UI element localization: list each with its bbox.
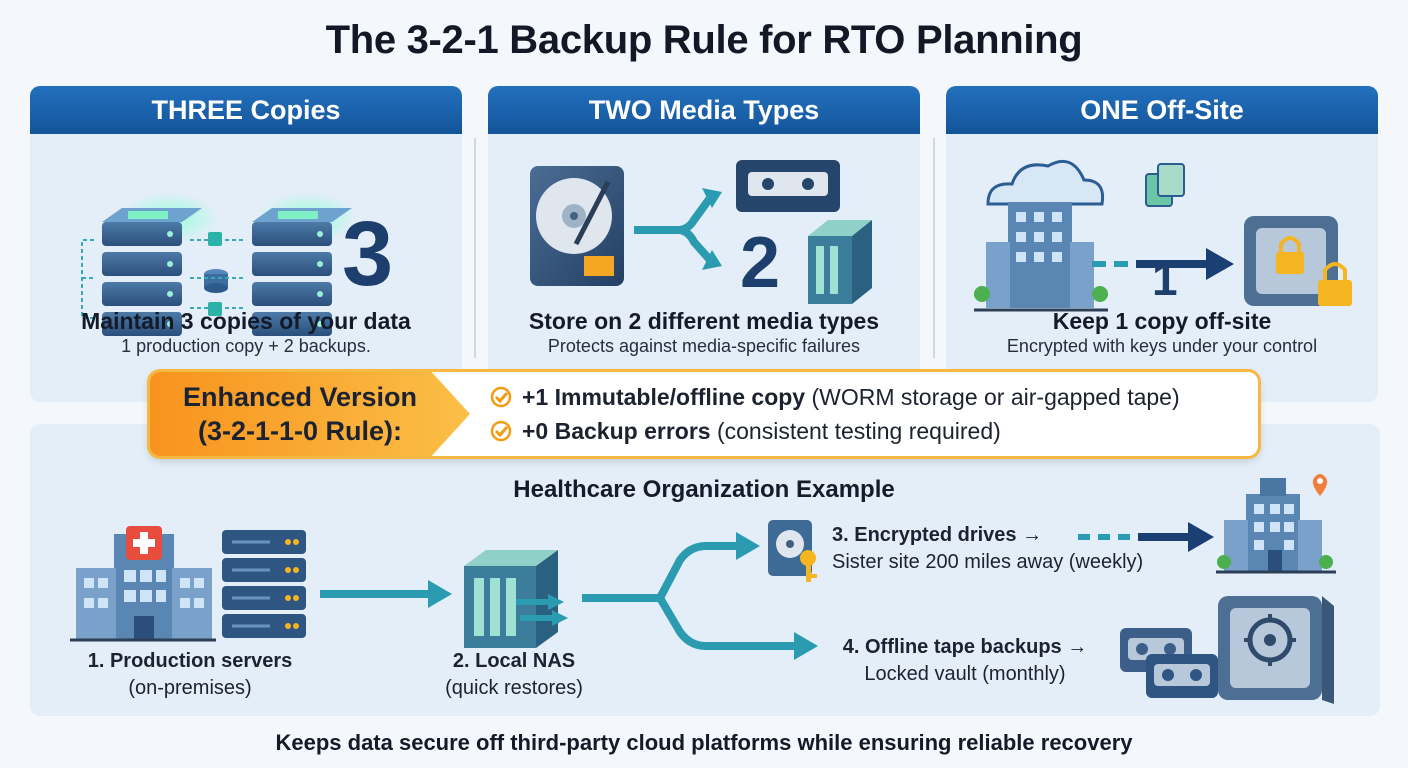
hard-drive-and-media-icon (530, 160, 872, 304)
enhanced-item-bold: +0 Backup errors (522, 418, 711, 444)
step-title: 2. Local NAS (452, 650, 576, 672)
step-label: 1. Production servers (on-premises) (60, 650, 320, 700)
tape-vault-icon (1120, 596, 1334, 704)
step-subtitle: (quick restores) (445, 677, 583, 699)
step-subtitle: Sister site 200 miles away (weekly) (832, 551, 1144, 573)
enhanced-item: +0 Backup errors (consistent testing req… (490, 418, 1001, 445)
step-subtitle: Locked vault (monthly) (864, 663, 1066, 685)
footer-note: Keeps data secure off third-party cloud … (275, 730, 1133, 755)
panel-two-media: TWO Media Types 2 Store on 2 different m… (488, 86, 920, 402)
divider (933, 138, 935, 358)
step-title: 3. Encrypted drives → (832, 524, 1043, 546)
enhanced-item: +1 Immutable/offline copy (WORM storage … (490, 384, 1180, 411)
example-title: Healthcare Organization Example (513, 476, 895, 503)
offsite-vault-icon (974, 159, 1352, 312)
panel-heading: Keep 1 copy off-site (1052, 308, 1272, 334)
page-title: The 3-2-1 Backup Rule for RTO Planning (325, 18, 1083, 62)
enhanced-item-rest: (consistent testing required) (710, 418, 1001, 444)
big-number-two: 2 (740, 223, 781, 303)
sister-site-building-icon (1216, 474, 1336, 574)
panel-heading: Store on 2 different media types (528, 308, 880, 334)
step-label: 4. Offline tape backups → Locked vault (… (830, 636, 1100, 686)
step-title: 1. Production servers (87, 650, 293, 672)
enhanced-version-callout: Enhanced Version (3-2-1-1-0 Rule): +1 Im… (150, 372, 1258, 456)
server-stacks-icon (81, 192, 358, 336)
panel-header: TWO Media Types (488, 86, 920, 134)
panel-heading: Maintain 3 copies of your data (81, 308, 411, 334)
enhanced-item-rest: (WORM storage or air-gapped tape) (805, 384, 1180, 410)
panel-subtext: 1 production copy + 2 backups. (121, 336, 371, 356)
panel-header: THREE Copies (30, 86, 462, 134)
check-circle-icon (490, 386, 512, 408)
hospital-and-servers-icon (70, 526, 306, 642)
step-label: 2. Local NAS (quick restores) (414, 650, 614, 700)
enhanced-title-line1: Enhanced Version (182, 382, 418, 412)
enhanced-title-line2: (3-2-1-1-0 Rule): (197, 416, 403, 446)
panel-header: ONE Off-Site (946, 86, 1378, 134)
step-label: 3. Encrypted drives → Sister site 200 mi… (832, 524, 1143, 574)
enhanced-badge (150, 372, 470, 456)
big-number-three: 3 (342, 203, 394, 305)
step-title: 4. Offline tape backups → (842, 636, 1088, 658)
nas-icon (464, 550, 568, 648)
panel-one-offsite: ONE Off-Site 1 Keep 1 copy off-site Encr… (946, 86, 1378, 402)
panel-subtext: Protects against media-specific failures (547, 336, 861, 356)
panel-subtext: Encrypted with keys under your control (1006, 336, 1318, 356)
encrypted-drive-icon (768, 520, 817, 582)
divider (474, 138, 476, 358)
enhanced-item-bold: +1 Immutable/offline copy (522, 384, 806, 410)
step-subtitle: (on-premises) (128, 677, 252, 699)
panel-three-copies: THREE Copies (30, 86, 462, 402)
check-circle-icon (490, 420, 512, 442)
big-number-one: 1 (1152, 253, 1178, 305)
